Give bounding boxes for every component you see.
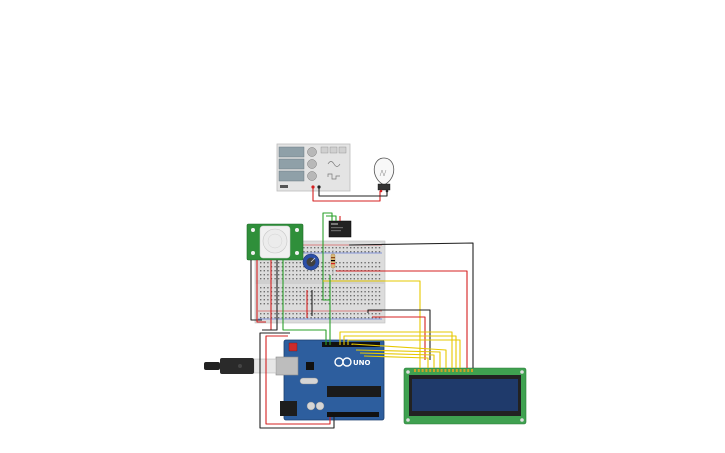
pir-sensor[interactable] [246,223,304,261]
wire-yellow-pot-lcd [323,280,421,368]
generator-channel-1 [278,146,317,158]
reset-button[interactable] [288,342,298,352]
waveform-buttons[interactable] [320,146,347,154]
wire-green-pir [282,260,327,345]
wire-yellow-bundle-5 [355,349,441,368]
sine-wave-icon [327,161,341,167]
square-wave-icon [327,173,340,180]
function-generator[interactable] [276,143,351,192]
wire-red-lower [372,316,426,360]
wire-yellow-bundle-3 [347,339,461,368]
arduino-uno[interactable]: UNO [275,339,385,421]
arduino-logo: UNO [334,357,371,367]
analog-header[interactable] [327,412,379,417]
wire-yellow-bundle-7 [363,355,429,368]
pir-dome [262,228,288,254]
lightbulb-icon[interactable] [373,157,395,193]
atmega-chip [327,386,381,397]
breadboard-holes[interactable] [260,247,381,319]
wire-black-arduino-gnd [259,332,335,429]
wire-black-left-rail [250,260,262,321]
usb-plug-icon[interactable] [204,358,277,374]
generator-channel-3 [278,170,317,182]
wire-yellow-bundle-1 [339,331,453,368]
wire-black-gnd-right [348,242,474,368]
capacitor-2 [315,401,325,411]
digital-header[interactable] [322,342,380,347]
wire-yellow-bundle-6 [359,352,435,368]
capacitor-1 [306,401,316,411]
wire-black-generator-bulb [318,188,388,197]
generator-terminal-label [280,185,288,188]
icsp-header [306,362,314,370]
wire-yellow-bundle-4 [351,343,447,368]
lcd-screen [412,379,518,411]
lcd-pin-header[interactable] [414,369,473,372]
potentiometer[interactable] [302,253,320,271]
relay[interactable] [328,220,352,238]
generator-terminal-negative[interactable] [317,185,321,189]
wire-yellow-bundle-2 [343,335,457,368]
wire-black-lower [367,309,431,360]
resistor[interactable] [330,250,336,274]
wire-red-5v-right [336,270,468,368]
wires[interactable] [250,188,474,429]
wire-red-arduino-5v [265,335,331,425]
generator-terminal-positive[interactable] [311,185,315,189]
wire-red-left-rail [256,260,266,323]
wire-black-pir [262,260,278,331]
crystal [299,377,319,385]
power-jack[interactable] [280,401,297,416]
wire-green-relay-2 [326,215,337,221]
generator-channel-2 [278,158,317,170]
usb-port[interactable] [275,356,299,376]
arduino-model-label: UNO [353,359,371,367]
lcd-display[interactable] [403,367,527,425]
